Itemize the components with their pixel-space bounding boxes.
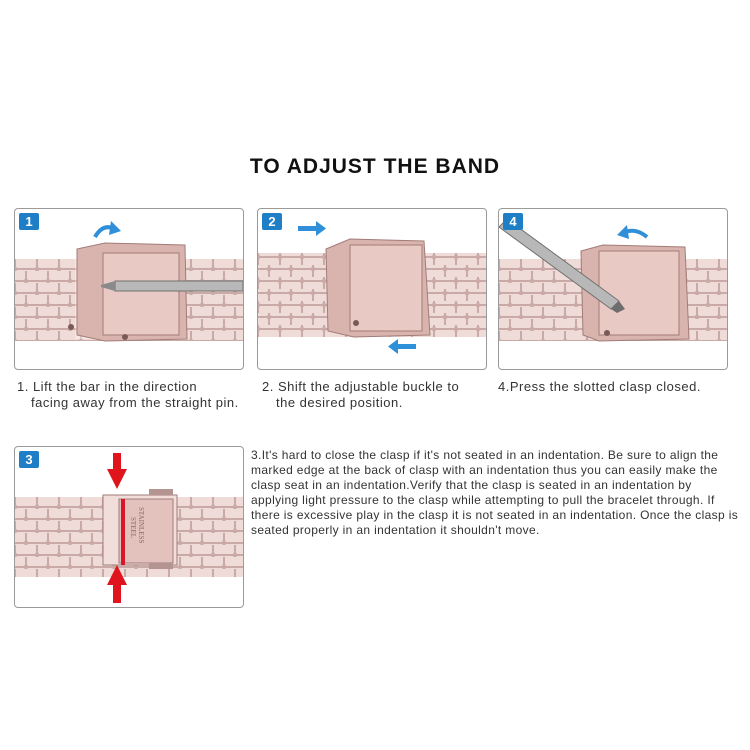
step-2-panel: 2 (257, 208, 487, 370)
right-arrow-icon (298, 221, 326, 236)
step-1-caption-line-2: facing away from the straight pin. (31, 395, 239, 410)
steel-engraving: STEEL (129, 517, 137, 538)
step-3-instructions: 3.It's hard to close the clasp if it's n… (251, 448, 739, 537)
step-1-badge: 1 (19, 213, 39, 230)
step-1-caption: 1. Lift the bar in the direction facing … (17, 379, 252, 411)
step-2-caption-line-1: 2. Shift the adjustable buckle to (262, 379, 460, 394)
step-2-illustration (258, 221, 486, 354)
down-arrow-icon (107, 453, 127, 489)
curved-arrow-icon (617, 225, 649, 239)
curved-arrow-icon (93, 221, 121, 239)
step-1-caption-line-1: 1. Lift the bar in the direction (17, 379, 198, 394)
step-1-panel: 1 (14, 208, 244, 370)
step-4-caption: 4.Press the slotted clasp closed. (498, 379, 738, 395)
marked-edge (121, 499, 125, 565)
step-3-illustration: STAINLESS STEEL (15, 453, 243, 603)
step-1-illustration (15, 221, 243, 342)
up-arrow-icon (107, 565, 127, 603)
screwdriver-icon (101, 280, 243, 292)
step-2-caption-line-2: the desired position. (276, 395, 403, 410)
step-4-badge: 4 (503, 213, 523, 230)
step-3-badge: 3 (19, 451, 39, 468)
step-2-badge: 2 (262, 213, 282, 230)
left-arrow-icon (388, 339, 416, 354)
step-4-panel: 4 (498, 208, 728, 370)
stainless-engraving: STAINLESS (137, 507, 145, 543)
step-2-caption: 2. Shift the adjustable buckle to the de… (262, 379, 492, 411)
step-3-panel: STAINLESS STEEL 3 (14, 446, 244, 608)
step-4-caption-line-1: 4.Press the slotted clasp closed. (498, 379, 701, 394)
page-title: TO ADJUST THE BAND (249, 155, 501, 178)
step-4-illustration (499, 218, 727, 342)
